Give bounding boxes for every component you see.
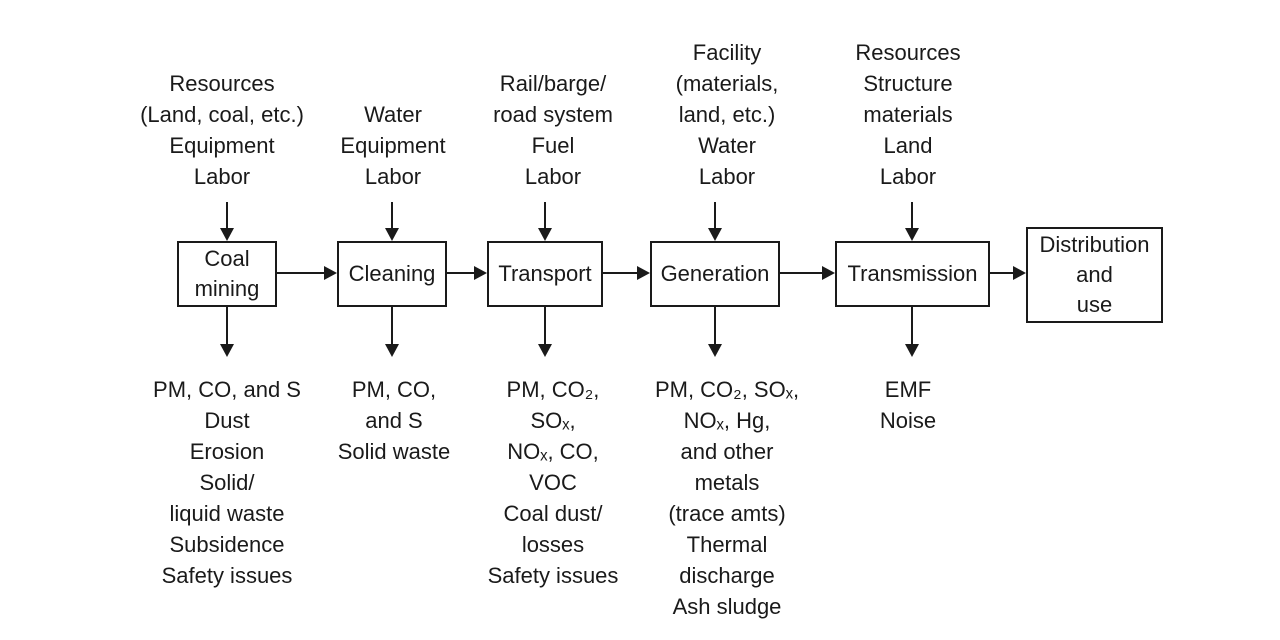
outputs-generation: PM, CO₂, SOₓ, NOₓ, Hg, and other metals … — [654, 377, 800, 619]
arrow-generation-to-transmission-icon — [780, 266, 835, 280]
inputs-cleaning: Water Equipment Labor — [340, 102, 446, 189]
box-coal-mining: Coal mining — [177, 241, 277, 307]
outputs-transmission: EMF Noise — [879, 377, 937, 433]
arrow-transmission-to-distribution-icon — [990, 266, 1026, 280]
arrow-down-into-cleaning-icon — [385, 202, 399, 241]
arrow-down-into-transmission-icon — [905, 202, 919, 241]
inputs-transmission: Resources Structure materials Land Labor — [855, 40, 961, 189]
arrow-down-from-transport-icon — [538, 307, 552, 357]
outputs-cleaning: PM, CO, and S Solid waste — [337, 377, 451, 464]
box-distribution-and-use: Distribution and use — [1026, 227, 1163, 323]
inputs-generation: Facility (materials, land, etc.) Water L… — [675, 40, 779, 189]
inputs-coal-mining: Resources (Land, coal, etc.) Equipment L… — [140, 71, 304, 189]
box-generation: Generation — [650, 241, 780, 307]
arrow-cleaning-to-transport-icon — [447, 266, 487, 280]
arrow-down-from-cleaning-icon — [385, 307, 399, 357]
outputs-transport: PM, CO₂, SOₓ, NOₓ, CO, VOC Coal dust/ lo… — [487, 377, 619, 588]
arrow-down-into-generation-icon — [708, 202, 722, 241]
box-cleaning: Cleaning — [337, 241, 447, 307]
arrow-down-into-coal-mining-icon — [220, 202, 234, 241]
arrow-transport-to-generation-icon — [603, 266, 650, 280]
arrow-down-from-coal-mining-icon — [220, 307, 234, 357]
box-transmission: Transmission — [835, 241, 990, 307]
box-transport: Transport — [487, 241, 603, 307]
arrow-coal-mining-to-cleaning-icon — [277, 266, 337, 280]
outputs-coal-mining: PM, CO, and S Dust Erosion Solid/ liquid… — [153, 377, 301, 588]
inputs-transport: Rail/barge/ road system Fuel Labor — [493, 71, 613, 189]
arrow-down-from-transmission-icon — [905, 307, 919, 357]
arrow-down-from-generation-icon — [708, 307, 722, 357]
arrow-down-into-transport-icon — [538, 202, 552, 241]
